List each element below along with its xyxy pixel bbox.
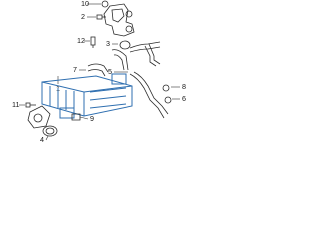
coolant-outlet-housing [103, 3, 135, 37]
callout-10: 10 [81, 0, 89, 8]
callout-7: 7 [73, 65, 77, 74]
exhaust-flange-part [27, 105, 51, 129]
bolt-part [96, 14, 106, 20]
callout-12: 12 [77, 36, 85, 45]
callout-9: 9 [90, 114, 94, 123]
lower-coolant-pipe-part [129, 71, 172, 119]
leader-line-4 [45, 135, 49, 141]
temperature-sensor-part [90, 36, 96, 48]
coolant-tube-part [129, 41, 161, 67]
callout-5: 5 [108, 67, 112, 76]
callout-3: 3 [106, 39, 110, 48]
leader-lines [19, 3, 180, 141]
egr-cooler-parts-diagram: 1 2 3 4 5 6 7 8 9 10 11 12 [12, 0, 186, 144]
upper-hose-part [111, 49, 129, 71]
egr-hose-part [87, 63, 109, 77]
flange-gasket-part [42, 125, 58, 137]
bracket-part [71, 113, 81, 121]
hose-clamp-part [119, 40, 131, 50]
callout-4: 4 [40, 135, 44, 144]
callout-2: 2 [81, 12, 85, 21]
leader-line-9 [79, 116, 89, 120]
gasket-part [101, 0, 109, 8]
callout-6: 6 [182, 94, 186, 103]
callout-11: 11 [12, 100, 19, 109]
callout-8: 8 [182, 82, 186, 91]
callout-labels: 1 2 3 4 5 6 7 8 9 10 11 12 [12, 0, 186, 144]
stud-part [25, 102, 36, 108]
egr-cooler-part [41, 73, 133, 119]
